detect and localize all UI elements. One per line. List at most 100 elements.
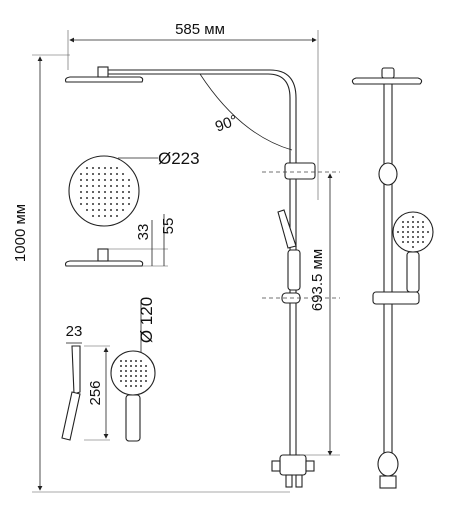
nozzle-dot — [104, 179, 106, 181]
nozzle-dot — [412, 226, 414, 228]
nozzle-dot — [125, 375, 127, 377]
hand-offset-label: 23 — [66, 323, 83, 340]
nozzle-dot — [110, 173, 112, 175]
nozzle-dot — [140, 375, 142, 377]
nozzle-dot — [422, 236, 424, 238]
nozzle-dot — [412, 231, 414, 233]
nozzle-dot — [120, 370, 122, 372]
nozzle-dot — [110, 215, 112, 217]
nozzle-dot — [80, 191, 82, 193]
nozzle-dot — [407, 231, 409, 233]
nozzle-dot — [120, 375, 122, 377]
nozzle-dot — [86, 167, 88, 169]
nozzle-dot — [427, 231, 429, 233]
nozzle-dot — [116, 197, 118, 199]
nozzle-dot — [402, 226, 404, 228]
nozzle-dot — [122, 185, 124, 187]
nozzle-dot — [125, 365, 127, 367]
nozzle-dot — [92, 167, 94, 169]
nozzle-dot — [130, 370, 132, 372]
nozzle-dot — [92, 185, 94, 187]
nozzle-dot — [86, 173, 88, 175]
nozzle-dot — [98, 215, 100, 217]
nozzle-dot — [397, 231, 399, 233]
height-dimension: 1000 мм — [12, 54, 290, 493]
nozzle-dot — [104, 203, 106, 205]
nozzle-dot — [140, 380, 142, 382]
nozzle-dot — [98, 185, 100, 187]
nozzle-dot — [120, 360, 122, 362]
nozzle-dot — [98, 179, 100, 181]
nozzle-dot — [145, 370, 147, 372]
nozzle-dot — [116, 179, 118, 181]
nozzle-dot — [86, 197, 88, 199]
head-thickness-small-label: 33 — [135, 224, 152, 241]
nozzle-dot — [116, 203, 118, 205]
nozzle-dot — [80, 179, 82, 181]
nozzle-dot — [120, 380, 122, 382]
hand-length-label: 256 — [87, 380, 104, 405]
hand-shower-side-detail: 23 256 — [61, 323, 110, 441]
width-label: 585 мм — [175, 21, 225, 38]
nozzle-dot — [98, 167, 100, 169]
nozzle-dot — [92, 203, 94, 205]
nozzle-dot — [140, 365, 142, 367]
nozzle-dot — [422, 226, 424, 228]
rail-height-dimension: 693.5 мм — [300, 173, 340, 456]
nozzle-dot — [130, 360, 132, 362]
nozzle-dot — [417, 231, 419, 233]
nozzle-dot — [122, 191, 124, 193]
overhead-side-detail: 33 55 — [64, 214, 177, 267]
nozzle-dot — [80, 185, 82, 187]
nozzle-dot — [422, 221, 424, 223]
nozzle-dot — [86, 191, 88, 193]
nozzle-dot — [104, 185, 106, 187]
nozzle-dot — [80, 173, 82, 175]
nozzle-dot — [417, 241, 419, 243]
nozzle-dot — [80, 197, 82, 199]
nozzle-dot — [417, 221, 419, 223]
nozzle-dot — [125, 360, 127, 362]
nozzle-dot — [122, 197, 124, 199]
nozzle-dot — [135, 385, 137, 387]
nozzle-dot — [412, 246, 414, 248]
nozzle-dot — [407, 236, 409, 238]
nozzle-dot — [402, 231, 404, 233]
nozzle-dot — [110, 167, 112, 169]
nozzle-dot — [422, 231, 424, 233]
nozzle-dot — [402, 241, 404, 243]
height-label: 1000 мм — [12, 204, 29, 262]
nozzle-dot — [116, 191, 118, 193]
nozzle-dot — [120, 365, 122, 367]
nozzle-dot — [98, 197, 100, 199]
nozzle-dot — [86, 203, 88, 205]
nozzle-dot — [104, 209, 106, 211]
nozzle-dot — [412, 216, 414, 218]
nozzle-dot — [104, 197, 106, 199]
nozzle-dot — [92, 179, 94, 181]
nozzle-dot — [98, 203, 100, 205]
nozzle-dot — [130, 385, 132, 387]
nozzle-dot — [407, 226, 409, 228]
nozzle-dot — [110, 191, 112, 193]
nozzle-dot — [122, 203, 124, 205]
nozzle-dot — [125, 385, 127, 387]
nozzle-dot — [92, 173, 94, 175]
nozzle-dot — [110, 197, 112, 199]
nozzle-dot — [92, 197, 94, 199]
nozzle-dot — [417, 236, 419, 238]
nozzle-dot — [116, 173, 118, 175]
hand-shower-front-detail: Ø 120 — [110, 297, 156, 442]
nozzle-dot — [104, 191, 106, 193]
nozzle-dot — [92, 209, 94, 211]
nozzle-dot — [417, 226, 419, 228]
nozzle-dot — [140, 385, 142, 387]
nozzle-dot — [86, 179, 88, 181]
nozzle-dot — [128, 203, 130, 205]
nozzle-dot — [130, 365, 132, 367]
nozzle-dot — [122, 179, 124, 181]
nozzle-dot — [412, 236, 414, 238]
nozzle-dot — [116, 215, 118, 217]
nozzle-dot — [86, 185, 88, 187]
